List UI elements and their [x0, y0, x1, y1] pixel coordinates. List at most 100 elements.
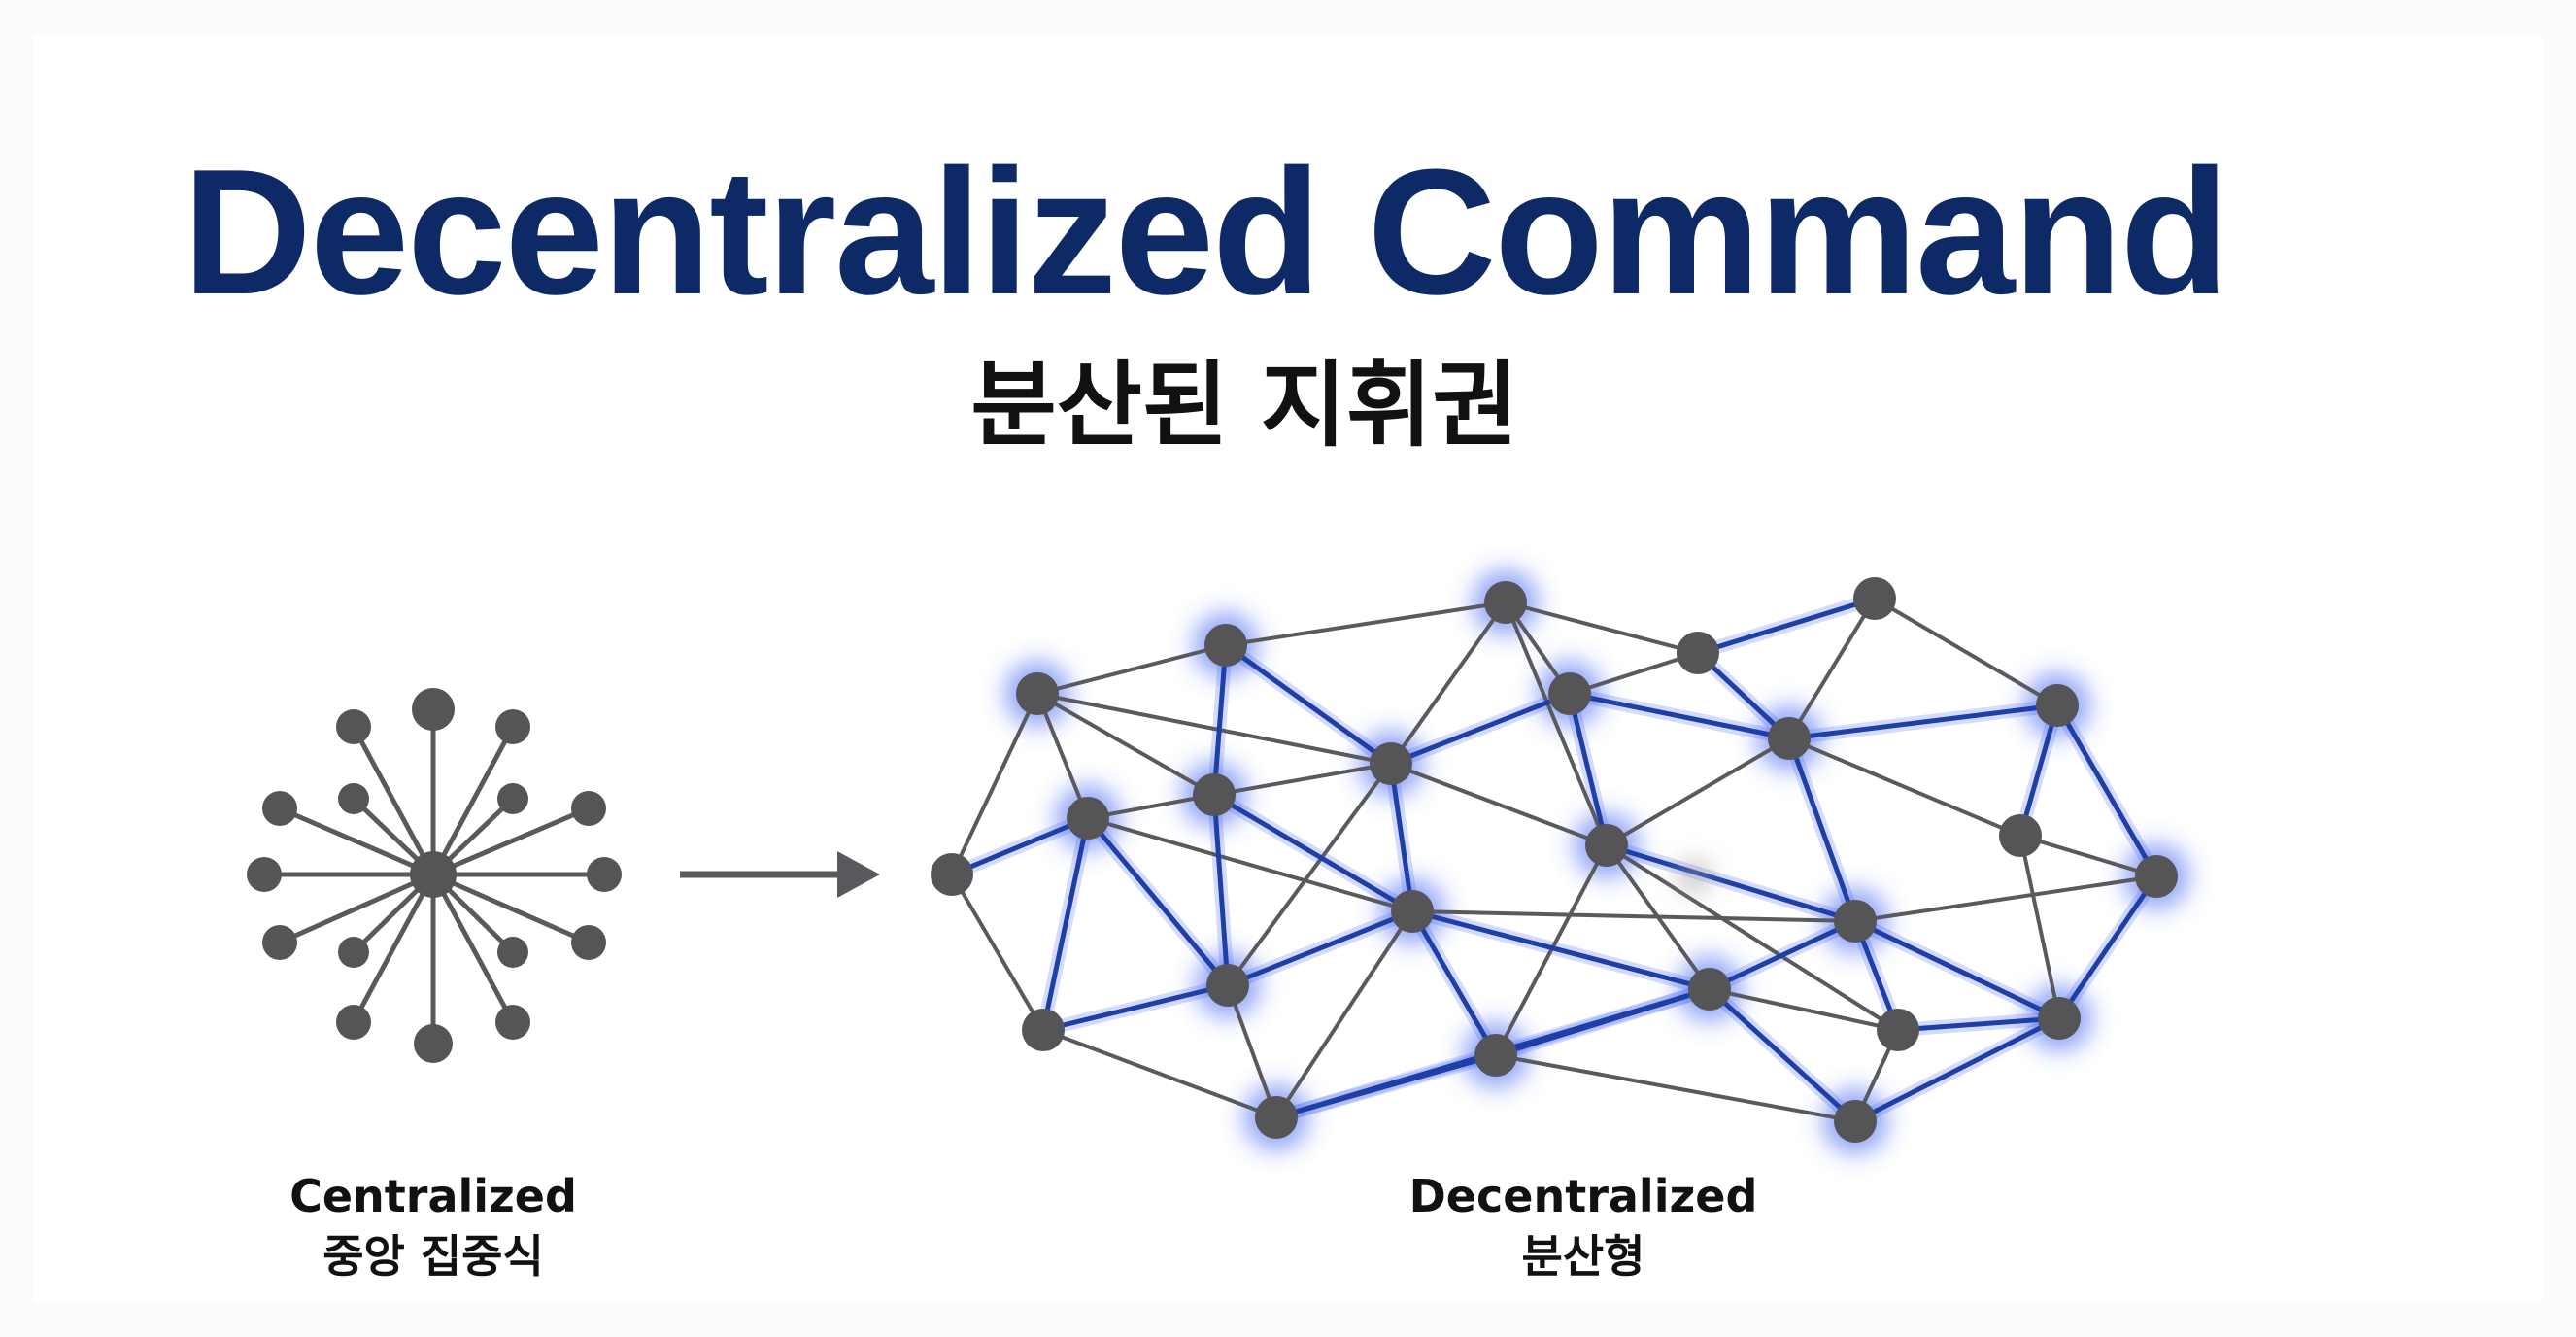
- active-link: [2056, 874, 2159, 1020]
- network-link: [1035, 693, 1090, 819]
- spoke-line: [351, 725, 436, 876]
- slide-title: Decentralized Command: [183, 131, 2229, 331]
- leaf-node: [262, 925, 297, 960]
- network-node: [1370, 742, 1412, 785]
- spoke-line: [351, 873, 436, 1024]
- network-node: [1391, 890, 1434, 933]
- network-link: [1036, 692, 1392, 766]
- network-link: [1226, 762, 1393, 987]
- leaf-node: [336, 709, 371, 744]
- centralized-caption: Centralized 중앙 집중식: [239, 1166, 627, 1286]
- network-link: [1087, 793, 1215, 820]
- active-link: [1211, 794, 1231, 986]
- network-link: [1787, 597, 1877, 740]
- hub-node: [410, 851, 457, 898]
- network-node: [1834, 900, 1877, 943]
- active-link: [1697, 596, 1876, 656]
- network-link: [2018, 835, 2061, 1019]
- active-link: [1086, 816, 1230, 987]
- leaf-node: [262, 791, 297, 826]
- active-link: [951, 815, 1089, 877]
- network-link: [1709, 987, 1899, 1032]
- active-link: [1708, 918, 1857, 992]
- spoke-line: [430, 873, 516, 1024]
- active-link: [1224, 642, 1393, 767]
- centralized-label-ko: 중앙 집중식: [322, 1230, 544, 1283]
- active-link: [1227, 908, 1413, 988]
- active-link: [1388, 763, 1415, 912]
- network-link: [1225, 600, 1507, 647]
- network-node: [1016, 672, 1059, 715]
- network-link: [1042, 1028, 1277, 1119]
- active-link: [1786, 737, 1858, 922]
- active-link: [2017, 704, 2060, 837]
- leaf-node: [495, 709, 530, 744]
- leaf-node: [571, 925, 606, 960]
- network-link: [1505, 600, 1699, 655]
- network-node: [1548, 672, 1591, 715]
- network-link: [1495, 1053, 1856, 1123]
- network-node: [2038, 997, 2081, 1040]
- active-link: [1708, 987, 1857, 1123]
- network-link: [1494, 844, 1609, 1056]
- active-link: [1606, 842, 1856, 924]
- network-link: [1390, 762, 1608, 847]
- network-link: [1788, 737, 2021, 838]
- leaf-node: [587, 857, 622, 892]
- active-link: [1853, 918, 2061, 1021]
- leaf-node: [412, 688, 455, 731]
- network-node: [1204, 624, 1247, 667]
- active-link: [1042, 982, 1229, 1033]
- spoke-line: [279, 806, 434, 877]
- active-link: [1409, 909, 1499, 1057]
- network-link: [1213, 762, 1392, 797]
- network-node: [1999, 814, 2042, 857]
- network-node: [1193, 773, 1236, 816]
- network-node: [1067, 797, 1109, 840]
- network-node: [1677, 632, 1719, 674]
- active-link: [1212, 792, 1414, 914]
- leaf-node: [414, 1024, 453, 1063]
- network-link: [950, 873, 1045, 1032]
- network-node: [1255, 1096, 1298, 1139]
- network-link: [2019, 834, 2157, 878]
- network-node: [1022, 1009, 1065, 1051]
- network-link: [1274, 909, 1414, 1119]
- network-node: [1768, 717, 1811, 760]
- network-node: [1834, 1100, 1877, 1143]
- slide-subtitle: 분산된 지휘권: [970, 351, 1518, 460]
- active-link: [1411, 908, 1711, 992]
- network-link: [1873, 597, 2059, 707]
- network-link: [1504, 601, 1609, 846]
- network-link: [1087, 816, 1413, 913]
- leaf-node: [338, 783, 369, 814]
- network-link: [1854, 874, 2157, 923]
- network-link: [950, 693, 1039, 875]
- spoke-line: [431, 872, 591, 945]
- leaf-node: [338, 937, 369, 968]
- active-link: [1567, 693, 1610, 846]
- decentralized-label-ko: 분산형: [1521, 1230, 1645, 1283]
- network-node: [2036, 684, 2079, 727]
- leaf-node: [497, 937, 528, 968]
- network-link: [1036, 692, 1215, 797]
- network-node: [931, 853, 973, 896]
- leaf-node: [571, 791, 606, 826]
- centralized-star-icon: [247, 688, 622, 1063]
- decentralized-network-icon: [931, 569, 2189, 1154]
- active-link: [1853, 1015, 2061, 1124]
- leaf-node: [336, 1005, 371, 1040]
- leaf-node: [247, 857, 282, 892]
- network-node: [2135, 855, 2178, 898]
- active-link: [1040, 817, 1091, 1031]
- spoke-line: [278, 872, 435, 945]
- decentralized-label-en: Decentralized: [1408, 1170, 1758, 1222]
- active-link: [1788, 703, 2058, 741]
- active-link: [1211, 644, 1229, 796]
- faded-node: [1677, 859, 1712, 894]
- spoke-line: [432, 806, 590, 877]
- network-link: [1389, 600, 1508, 766]
- network-link: [1411, 909, 1856, 923]
- network-link: [1569, 651, 1699, 696]
